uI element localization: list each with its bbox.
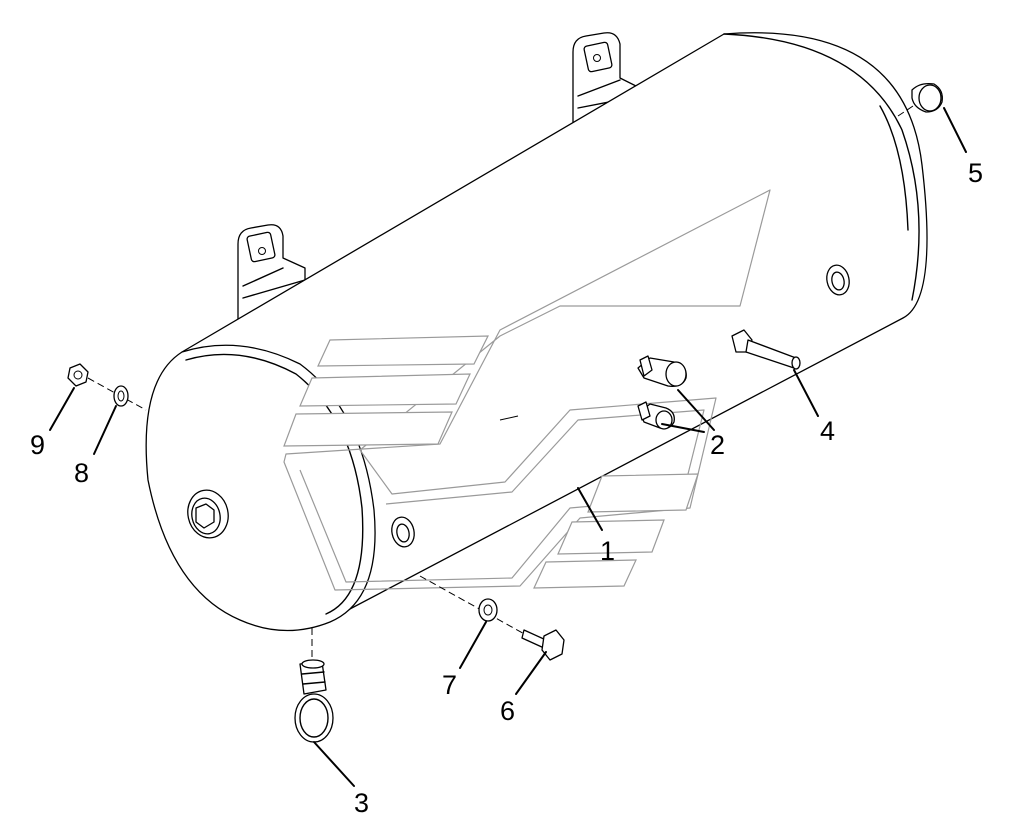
callout-2: 2 <box>710 430 725 460</box>
watermark-logo <box>283 189 771 591</box>
callout-5: 5 <box>968 158 983 188</box>
callout-6: 6 <box>500 696 515 726</box>
nut <box>67 363 89 387</box>
check-valve-upper <box>637 355 687 387</box>
callout-1: 1 <box>600 536 615 566</box>
callout-9: 9 <box>30 430 45 460</box>
mounting-bracket-front <box>237 224 306 321</box>
washer-left <box>87 377 147 411</box>
callout-8: 8 <box>74 458 89 488</box>
leader-lines <box>49 107 967 787</box>
drain-valve <box>294 628 334 743</box>
callout-3: 3 <box>354 788 369 818</box>
callout-4: 4 <box>820 416 835 446</box>
callout-labels: 1 2 3 4 5 6 7 8 9 <box>30 158 983 818</box>
pipe-fitting <box>731 329 801 370</box>
side-port-rear <box>826 264 850 296</box>
bolt <box>521 629 565 661</box>
washer-bottom <box>419 575 529 637</box>
front-port-fitting <box>187 489 229 539</box>
rear-plug <box>897 82 943 117</box>
data-plate-mark <box>499 415 519 421</box>
side-port-front <box>391 516 415 548</box>
air-tank-body <box>145 32 928 632</box>
check-valve-lower <box>637 401 675 430</box>
callout-7: 7 <box>442 670 457 700</box>
